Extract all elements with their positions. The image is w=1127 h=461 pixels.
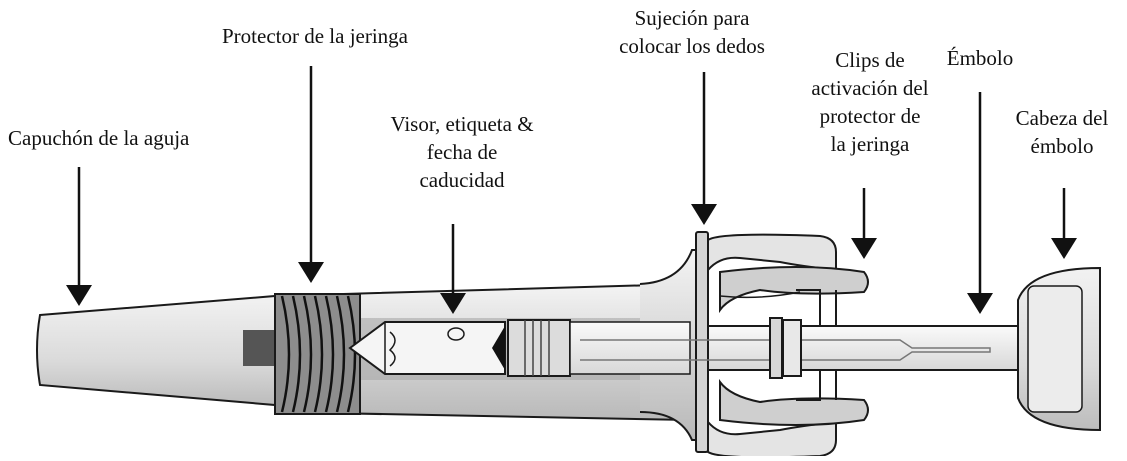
plunger-head: [1017, 266, 1101, 432]
viewing-window: [348, 319, 691, 377]
arrow-plunger: [967, 92, 993, 314]
arrow-activation-clips: [851, 188, 877, 259]
arrow-viewer: [440, 224, 466, 314]
label-needle-cap: Capuchón de la aguja: [8, 126, 190, 150]
label-activation-clips: Clips de activación del protector de la …: [811, 48, 929, 156]
arrow-finger-grip: [691, 72, 717, 225]
arrow-needle-cap: [66, 167, 92, 306]
label-finger-grip: Sujeción para colocar los dedos: [619, 6, 765, 58]
needle-cap: [36, 294, 278, 407]
finger-grip: [695, 231, 709, 453]
label-plunger-head: Cabeza del émbolo: [1015, 106, 1109, 158]
label-plunger: Émbolo: [946, 46, 1014, 70]
pointer-arrows: [66, 66, 1077, 314]
plunger-rod: [580, 317, 1019, 379]
activation-clips: [707, 233, 869, 459]
label-syringe-guard: Protector de la jeringa: [222, 24, 409, 48]
arrow-syringe-guard: [298, 66, 324, 283]
arrow-plunger-head: [1051, 188, 1077, 259]
guard-threads: [274, 293, 361, 415]
label-viewer-expiry: Visor, etiqueta & fecha de caducidad: [390, 112, 534, 192]
